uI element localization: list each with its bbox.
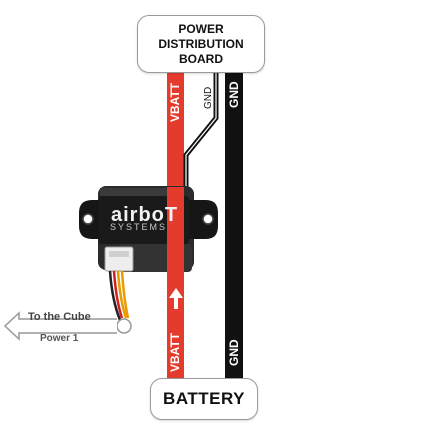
pdb-line-2: DISTRIBUTION: [158, 36, 244, 51]
pdb-line-3: BOARD: [179, 51, 223, 66]
up-arrow-icon: [169, 288, 183, 309]
arrow-left-icon: [3, 311, 117, 341]
airbot-logo-sub: SYSTEMS: [110, 222, 168, 232]
vbatt-top-label: VBATT: [168, 82, 182, 122]
gnd-wire: [225, 72, 243, 378]
gnd-bottom-label: GND: [227, 339, 241, 366]
airbot-logo: airboT: [111, 204, 179, 226]
vbatt-bottom-label: VBATT: [168, 332, 182, 372]
cube-cable: [108, 270, 132, 334]
battery-text: BATTERY: [163, 389, 245, 408]
pdb-line-1: POWER: [178, 21, 224, 36]
battery-label: BATTERY: [150, 378, 258, 420]
gnd-top-label: GND: [227, 81, 241, 108]
gnd-thin-label: GND: [203, 86, 214, 109]
power-distribution-board-label: POWER DISTRIBUTION BOARD: [137, 15, 265, 73]
power-1-label: Power 1: [40, 333, 79, 344]
to-cube-label: To the Cube: [28, 311, 91, 323]
